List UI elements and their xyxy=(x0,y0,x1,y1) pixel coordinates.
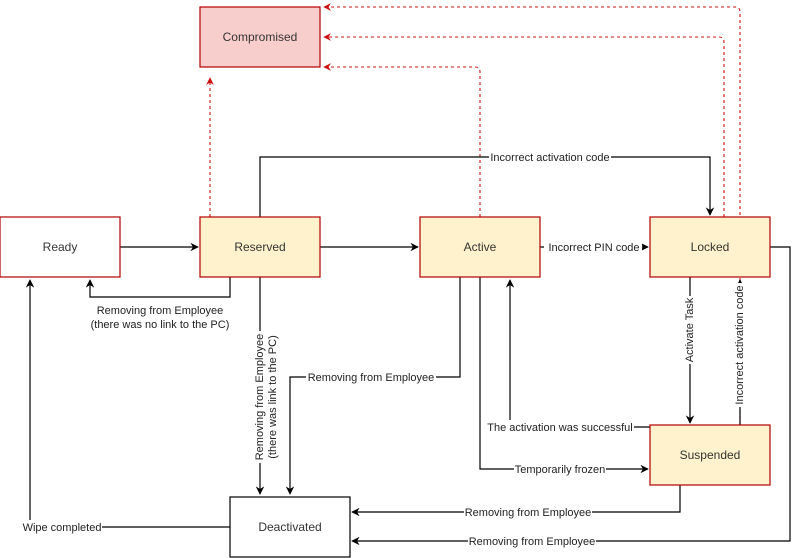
edge-label-deactivated-ready: Wipe completed xyxy=(23,522,102,534)
edge-suspended-compromised xyxy=(323,3,741,425)
edge-label-reserved-ready: Removing from Employee xyxy=(97,305,224,317)
edge-active-suspended xyxy=(479,277,649,474)
edge-active-compromised xyxy=(323,63,481,217)
edge-active-deactivated xyxy=(285,277,461,495)
edge-label-reserved-deactivated: Removing from Employee xyxy=(254,334,266,461)
edge-locked-deactivated xyxy=(351,246,791,546)
edge-label-reserved-deactivated-line2: (there was link to the PC) xyxy=(267,335,279,459)
edge-label-suspended-active: The activation was successful xyxy=(487,422,633,434)
node-active[interactable]: Active xyxy=(419,216,541,278)
edge-label-active-locked: Incorrect PIN code xyxy=(548,242,639,254)
edge-label-suspended-deactivated: Removing from Employee xyxy=(465,507,592,519)
node-label: Ready xyxy=(43,240,78,254)
edge-labels: Incorrect activation code Incorrect PIN … xyxy=(22,150,746,548)
edge-label-active-deactivated: Removing from Employee xyxy=(308,372,435,384)
edge-suspended-deactivated xyxy=(351,485,681,517)
node-label: Active xyxy=(464,240,497,254)
node-compromised[interactable]: Compromised xyxy=(199,6,321,68)
edge-reserved-locked xyxy=(259,156,715,217)
edge-label-locked-suspended: Activate Task xyxy=(684,297,696,362)
node-label: Suspended xyxy=(680,448,741,462)
edge-label-reserved-locked: Incorrect activation code xyxy=(490,152,609,164)
node-deactivated[interactable]: Deactivated xyxy=(229,496,351,558)
edge-label-active-suspended: Temporarily frozen xyxy=(515,464,605,476)
edge-label-suspended-locked: Incorrect activation code xyxy=(734,285,746,404)
node-label: Reserved xyxy=(234,240,285,254)
edge-suspended-active xyxy=(505,279,650,428)
node-suspended[interactable]: Suspended xyxy=(649,424,771,486)
node-label: Locked xyxy=(691,240,730,254)
edge-locked-compromised xyxy=(323,33,725,217)
node-label: Compromised xyxy=(223,30,298,44)
node-label: Deactivated xyxy=(258,520,321,534)
edge-label-reserved-ready-line2: (there was no link to the PC) xyxy=(91,319,230,331)
compromise-edges xyxy=(206,3,741,425)
edge-deactivated-ready xyxy=(25,279,230,528)
node-locked[interactable]: Locked xyxy=(649,216,771,278)
node-reserved[interactable]: Reserved xyxy=(199,216,321,278)
edge-label-locked-deactivated: Removing from Employee xyxy=(469,536,596,548)
edge-reserved-ready xyxy=(85,277,231,298)
node-ready[interactable]: Ready xyxy=(0,216,121,278)
